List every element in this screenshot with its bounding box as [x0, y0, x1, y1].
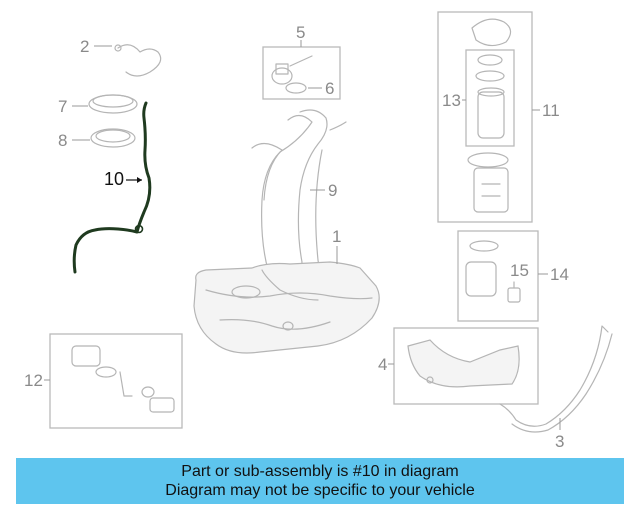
- box-12: [49, 333, 183, 429]
- leader-10-arrow: [137, 177, 142, 183]
- part-6-cap-seal: [285, 82, 307, 94]
- callout-10[interactable]: 10: [104, 169, 124, 189]
- callout-4[interactable]: 4: [378, 355, 387, 374]
- callout-3[interactable]: 3: [555, 432, 564, 451]
- part-5-filler-cap: [271, 55, 313, 85]
- callout-2[interactable]: 2: [80, 37, 89, 56]
- part-13-fuel-filter: [477, 87, 505, 139]
- part-7-lock-ring: [88, 94, 138, 114]
- part-11-pump-assembly: [467, 152, 509, 213]
- callout-12[interactable]: 12: [24, 371, 43, 390]
- part-10-hose[interactable]: [72, 101, 152, 274]
- part-1-fuel-tank: [193, 261, 380, 354]
- callout-8[interactable]: 8: [58, 131, 67, 150]
- callout-15[interactable]: 15: [510, 261, 529, 280]
- info-banner: Part or sub-assembly is #10 in diagram D…: [16, 458, 624, 504]
- callout-6[interactable]: 6: [325, 79, 334, 98]
- part-4-heat-shield: [407, 339, 520, 388]
- box-11: [437, 11, 533, 223]
- part-2-cable: [114, 44, 162, 77]
- callout-13[interactable]: 13: [442, 91, 461, 110]
- banner-line-1: Part or sub-assembly is #10 in diagram: [181, 463, 459, 480]
- callout-9[interactable]: 9: [328, 181, 337, 200]
- part-15-sensor: [507, 281, 521, 303]
- part-8-seal-ring: [90, 128, 136, 148]
- callout-1[interactable]: 1: [332, 227, 341, 246]
- box-4: [393, 327, 539, 405]
- parts-diagram: 2 7 8 10 5 6 9: [24, 11, 613, 451]
- part-12-filter-kit: [71, 345, 175, 413]
- banner-line-2: Diagram may not be specific to your vehi…: [165, 482, 475, 499]
- callout-11[interactable]: 11: [542, 101, 560, 120]
- part-14-sender: [465, 240, 499, 297]
- callout-7[interactable]: 7: [58, 97, 67, 116]
- part-3-tank-strap: [499, 325, 613, 433]
- callout-5[interactable]: 5: [296, 23, 305, 42]
- box-13: [465, 49, 515, 147]
- part-11-pump-module: [471, 18, 512, 82]
- callout-14[interactable]: 14: [550, 265, 569, 284]
- box-14: [457, 230, 539, 322]
